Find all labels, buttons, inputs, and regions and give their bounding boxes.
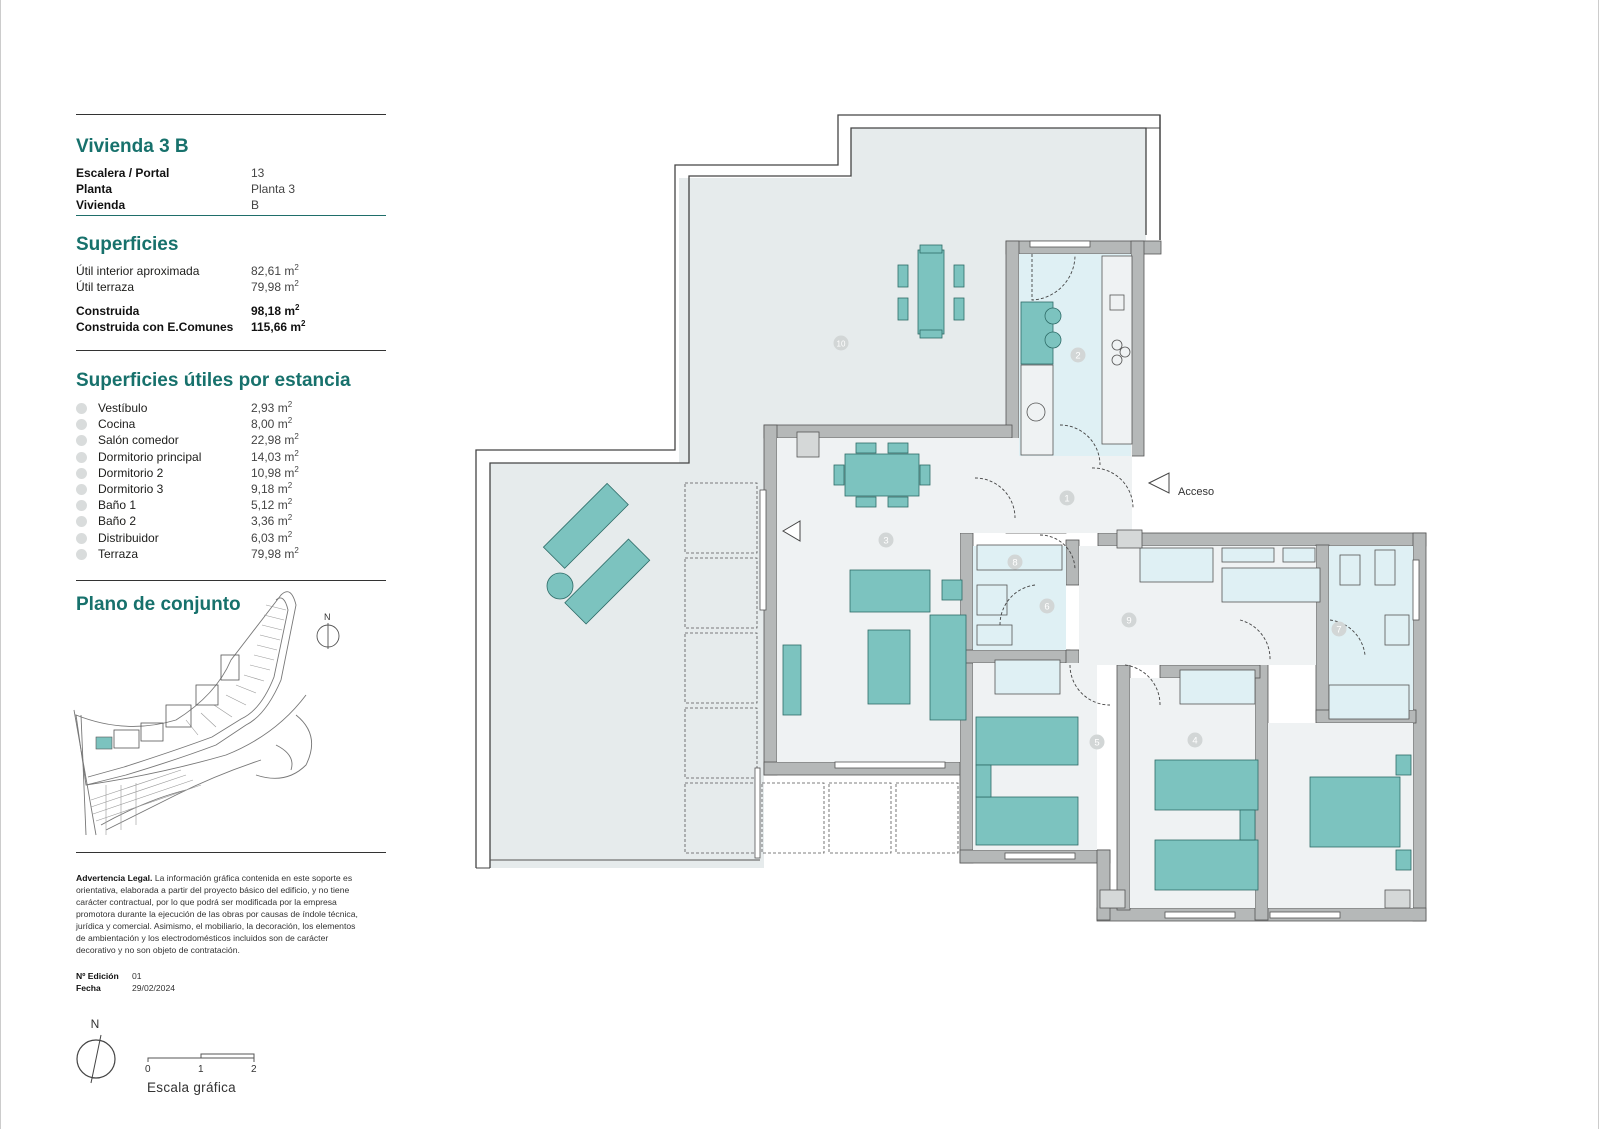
room-marker	[1070, 347, 1086, 363]
room-area: 2,93 m2	[251, 400, 293, 416]
living-furniture	[782, 442, 967, 721]
legal-rule	[76, 852, 386, 853]
room-label: Baño 1	[98, 498, 137, 513]
rooms-rule	[76, 580, 386, 581]
site-plan-title: Plano de conjunto	[76, 594, 241, 615]
room-marker-number: 7	[1336, 625, 1341, 636]
terrace-access-arrow	[782, 520, 801, 542]
room-area: 9,18 m2	[251, 481, 293, 497]
room-area: 10,98 m2	[251, 464, 299, 480]
room-area: 22,98 m2	[251, 432, 299, 448]
room-marker	[1039, 598, 1055, 614]
room-marker-number: 1	[1064, 494, 1069, 505]
room-area: 14,03 m2	[251, 448, 299, 464]
room-marker-number: 6	[1044, 602, 1049, 613]
info-label: Vivienda	[76, 198, 126, 212]
room-marker-number: 8	[1012, 558, 1017, 569]
info-value: Planta 3	[251, 182, 296, 196]
surface-label: Útil terraza	[76, 280, 135, 294]
legal-notice: Advertencia Legal. La información gráfic…	[76, 872, 366, 956]
room-marker-number: 10	[837, 340, 846, 349]
room-number-dot	[76, 419, 87, 431]
room-number-dot	[76, 484, 87, 495]
room-marker	[1121, 612, 1137, 628]
room-label: Terraza	[98, 546, 139, 561]
room-marker	[1059, 490, 1075, 506]
surface-label: Construida	[76, 304, 140, 318]
terrace-furniture	[542, 244, 965, 625]
surface-value: 79,98 m2	[251, 279, 299, 295]
room-marker	[833, 335, 849, 351]
unit-location-marker	[95, 736, 113, 750]
room-number-dot	[76, 451, 87, 463]
info-value: B	[251, 198, 260, 212]
room-area: 3,36 m2	[251, 513, 293, 529]
room-marker	[878, 532, 894, 548]
room-marker	[1007, 554, 1023, 570]
room-label: Distribuidor	[98, 530, 159, 545]
surface-label: Construida con E.Comunes	[76, 320, 234, 334]
room-marker-number: 2	[1075, 351, 1080, 362]
site-plan: N	[73, 591, 340, 836]
north-arrow: N	[76, 1017, 116, 1084]
room-area: 8,00 m2	[251, 416, 293, 432]
legal-text: La información gráfica contenida en este…	[76, 873, 358, 955]
room-marker	[1331, 621, 1347, 637]
site-north-label: N	[324, 612, 331, 622]
room-marker	[1187, 732, 1203, 748]
access-arrow	[1147, 472, 1170, 494]
scale-tick: 0	[145, 1064, 151, 1075]
room-number-dot	[76, 435, 87, 447]
info-label: Planta	[76, 182, 113, 196]
room-label: Cocina	[98, 417, 136, 432]
room-number-dot	[76, 516, 87, 528]
room-marker-number: 9	[1126, 616, 1131, 627]
room-marker-number: 5	[1094, 738, 1099, 749]
info-rule	[76, 215, 386, 216]
room-number-dot	[76, 403, 87, 414]
surfaces-rule	[76, 350, 386, 351]
room-marker-number: 3	[883, 536, 888, 547]
access-label: Acceso	[1178, 486, 1214, 498]
scale-tick: 1	[198, 1064, 204, 1075]
scale-tick: 2	[251, 1064, 257, 1075]
info-value: 13	[251, 166, 265, 180]
unit-title: Vivienda 3 B	[76, 136, 189, 157]
room-area: 79,98 m2	[251, 545, 299, 561]
room-area: 6,03 m2	[251, 529, 293, 545]
legal-title: Advertencia Legal.	[76, 873, 153, 883]
surfaces-title: Superficies	[76, 234, 179, 255]
surface-value: 98,18 m2	[251, 303, 300, 319]
room-number-dot	[76, 500, 87, 512]
room-label: Dormitorio 3	[98, 482, 164, 496]
room-number-dot	[76, 548, 87, 560]
room-label: Vestíbulo	[98, 401, 148, 415]
room-number-dot	[76, 467, 87, 479]
room-label: Dormitorio 2	[98, 465, 164, 480]
room-marker-number: 4	[1192, 736, 1197, 747]
top-rule	[76, 114, 386, 115]
info-label: Escalera / Portal	[76, 166, 170, 180]
room-number-dot	[76, 532, 87, 544]
room-label: Dormitorio principal	[98, 449, 202, 464]
surface-value: 115,66 m2	[251, 319, 306, 335]
room-marker	[1089, 734, 1105, 750]
svg-text:N: N	[91, 1017, 100, 1031]
rooms-title: Superficies útiles por estancia	[76, 370, 351, 391]
room-label: Salón comedor	[98, 433, 179, 448]
surface-label: Útil interior aproximada	[76, 264, 200, 278]
bedroom-furniture	[975, 716, 1412, 891]
terrace-area	[490, 128, 1146, 868]
scale-bar	[147, 1053, 255, 1062]
room-area: 5,12 m2	[251, 497, 293, 513]
scale-title: Escala gráfica	[147, 1080, 236, 1095]
room-label: Baño 2	[98, 514, 137, 529]
surface-value: 82,61 m2	[251, 263, 299, 279]
